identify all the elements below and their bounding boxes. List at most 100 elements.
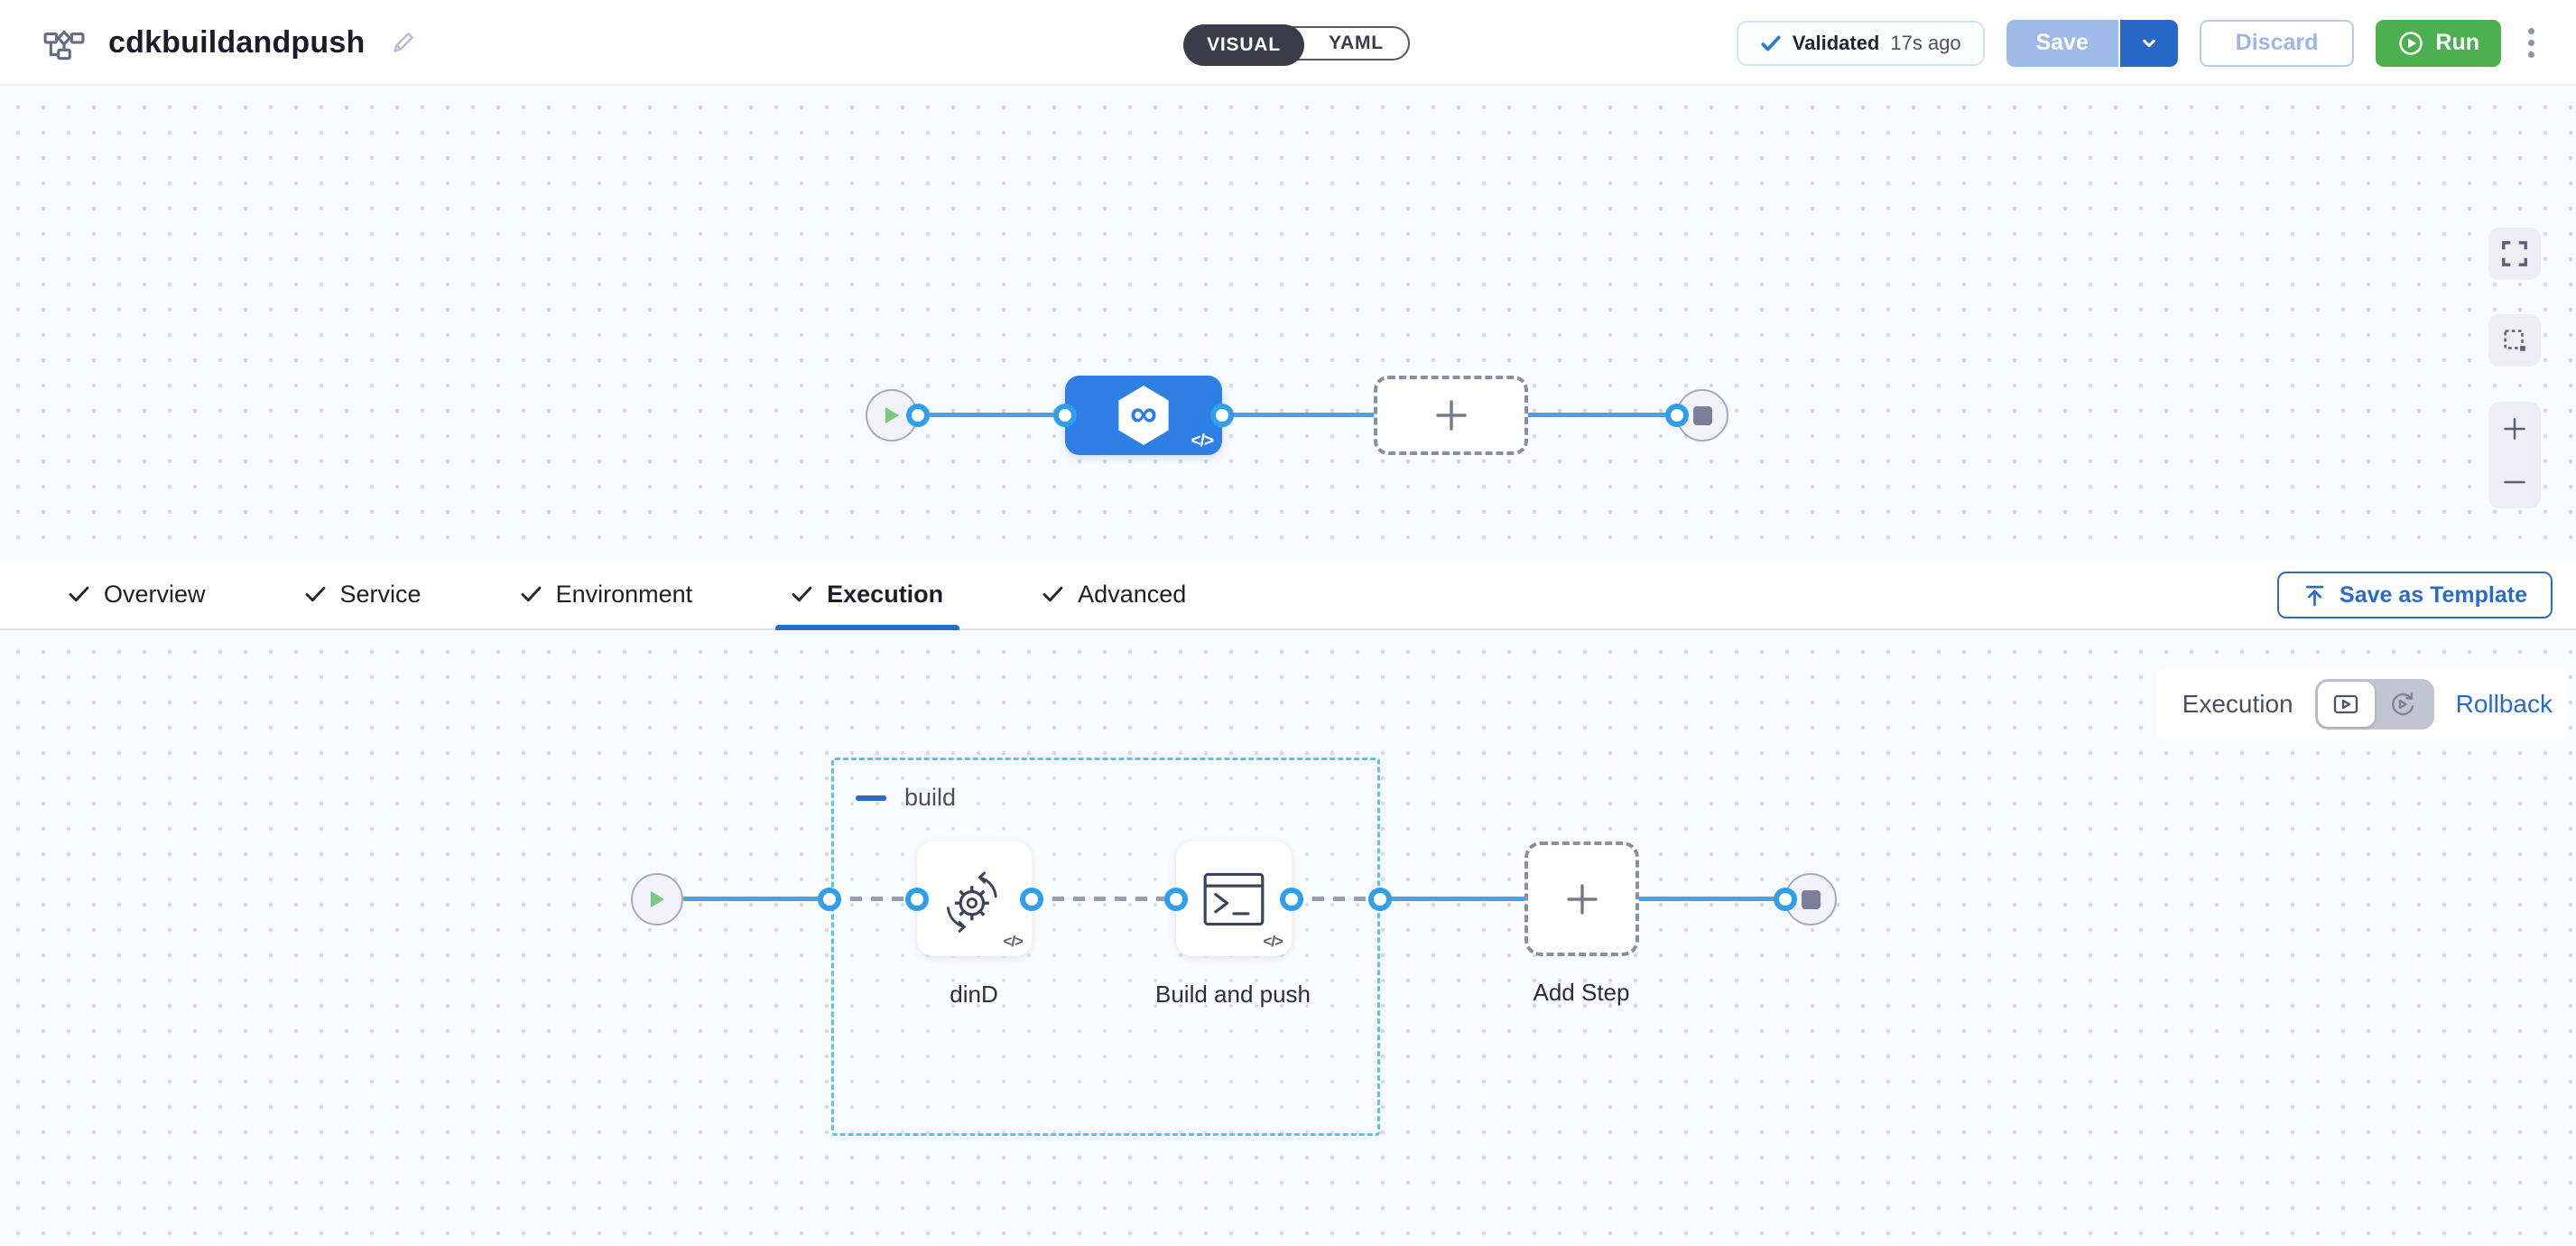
connector-dashed-line (829, 897, 917, 901)
selection-tool-button[interactable] (2488, 314, 2541, 367)
check-icon (1042, 586, 1063, 601)
fullscreen-button[interactable] (2488, 228, 2541, 280)
execution-rollback-toggle (2314, 679, 2434, 730)
check-icon (69, 586, 89, 601)
execution-mode-bar: Execution (2156, 668, 2567, 740)
step-code-badge: </> (1003, 933, 1024, 950)
execution-start-node[interactable] (631, 873, 683, 925)
more-options-menu[interactable] (2523, 23, 2540, 63)
upload-icon (2305, 585, 2324, 606)
port-stage-end-in[interactable] (1665, 404, 1689, 427)
stop-square-icon (1692, 405, 1712, 425)
connector-line (1639, 897, 1785, 901)
visual-mode-tab[interactable]: VISUAL (1183, 24, 1304, 66)
save-button[interactable]: Save (2006, 19, 2118, 67)
tab-label: Advanced (1078, 580, 1187, 608)
step-code-badge: </> (1263, 933, 1283, 950)
discard-button[interactable]: Discard (2199, 19, 2355, 67)
pipeline-header: cdkbuildandpush VISUAL YAML Validated 17… (0, 0, 2576, 86)
tab-advanced[interactable]: Advanced (1026, 559, 1202, 629)
port-step-buildpush-out[interactable] (1280, 888, 1303, 911)
stop-square-icon (1801, 889, 1821, 909)
tab-label: Service (339, 580, 422, 608)
save-as-template-label: Save as Template (2340, 581, 2527, 608)
start-play-icon (885, 407, 899, 423)
run-label: Run (2435, 30, 2479, 55)
page-title: cdkbuildandpush (108, 25, 366, 60)
save-divider (2117, 19, 2120, 67)
collapse-group-icon[interactable] (856, 795, 886, 801)
step-group-build[interactable]: build (831, 758, 1380, 1136)
add-step-label: Add Step (1533, 979, 1630, 1006)
execution-view-segment[interactable] (2317, 682, 2375, 727)
save-as-template-button[interactable]: Save as Template (2277, 572, 2553, 618)
pipeline-icon (43, 29, 85, 60)
connector-line (918, 413, 1065, 417)
plus-icon (1566, 883, 1598, 915)
stage-graph-canvas[interactable]: ∞ </> ckd Add Stage (0, 86, 2576, 560)
save-split-button: Save (2006, 19, 2178, 67)
step-name-label: dinD (950, 981, 998, 1008)
rollback-view-segment[interactable] (2375, 682, 2432, 727)
connector-line (1528, 413, 1677, 417)
connector-line (1380, 897, 1524, 901)
port-group-in[interactable] (818, 888, 841, 911)
visual-yaml-toggle: VISUAL YAML (1183, 24, 1410, 66)
rollback-icon (2392, 693, 2414, 716)
stage-node-ckd[interactable]: ∞ </> (1065, 376, 1222, 455)
validated-time: 17s ago (1890, 31, 1961, 54)
tab-overview[interactable]: Overview (52, 559, 222, 629)
connector-dashed-line (1032, 897, 1176, 901)
port-stage-start-out[interactable] (906, 404, 930, 427)
step-node-build-and-push[interactable]: </> (1176, 842, 1292, 956)
plus-icon (1435, 400, 1467, 431)
step-name-label: Build and push (1154, 981, 1311, 1008)
ci-stage-icon: ∞ (1118, 386, 1169, 445)
edit-pencil-icon[interactable] (388, 29, 417, 58)
port-step-dind-in[interactable] (905, 888, 929, 911)
check-icon (521, 586, 541, 601)
rollback-link[interactable]: Rollback (2455, 690, 2553, 718)
port-step-buildpush-in[interactable] (1164, 888, 1188, 911)
fullscreen-icon (2502, 241, 2527, 266)
execution-graph-canvas[interactable]: Execution (0, 630, 2576, 1244)
connector-line (1222, 413, 1374, 417)
execution-steps-icon (2333, 694, 2358, 714)
port-stage-out[interactable] (1210, 404, 1234, 427)
save-options-button[interactable] (2119, 19, 2178, 67)
tab-label: Environment (555, 580, 693, 608)
tab-label: Overview (104, 580, 206, 608)
zoom-out-button[interactable] (2488, 455, 2541, 508)
run-button[interactable]: Run (2376, 19, 2501, 67)
tab-execution[interactable]: Execution (775, 559, 960, 630)
port-step-dind-out[interactable] (1020, 888, 1043, 911)
port-group-out[interactable] (1368, 888, 1392, 911)
yaml-mode-tab[interactable]: YAML (1329, 33, 1384, 53)
chevron-down-icon (2142, 39, 2155, 47)
zoom-in-icon (2504, 417, 2525, 440)
tab-label: Execution (827, 580, 944, 608)
stage-tabbar: Overview Service Environment Execution A… (0, 560, 2576, 630)
run-play-icon (2399, 31, 2423, 55)
add-stage-button[interactable] (1374, 376, 1528, 455)
start-play-icon (651, 891, 664, 907)
step-group-name: build (904, 784, 957, 811)
zoom-in-button[interactable] (2488, 402, 2541, 455)
step-node-dind[interactable]: </> (917, 842, 1032, 956)
stage-code-badge: </> (1191, 432, 1215, 451)
validated-label: Validated (1792, 31, 1880, 54)
step-group-header: build (856, 784, 956, 812)
selection-marquee-icon (2504, 330, 2525, 351)
connector-dashed-line (1292, 897, 1380, 901)
validated-check-icon (1761, 35, 1781, 51)
tab-environment[interactable]: Environment (505, 559, 709, 629)
validated-badge[interactable]: Validated 17s ago (1736, 20, 1985, 66)
zoom-out-icon (2504, 480, 2525, 483)
add-step-button[interactable] (1524, 842, 1639, 956)
port-stage-in[interactable] (1053, 404, 1077, 427)
pipeline-title-group: cdkbuildandpush (43, 0, 417, 86)
tab-service[interactable]: Service (289, 559, 438, 629)
zoom-controls (2488, 402, 2541, 508)
port-exec-end-in[interactable] (1774, 888, 1797, 911)
